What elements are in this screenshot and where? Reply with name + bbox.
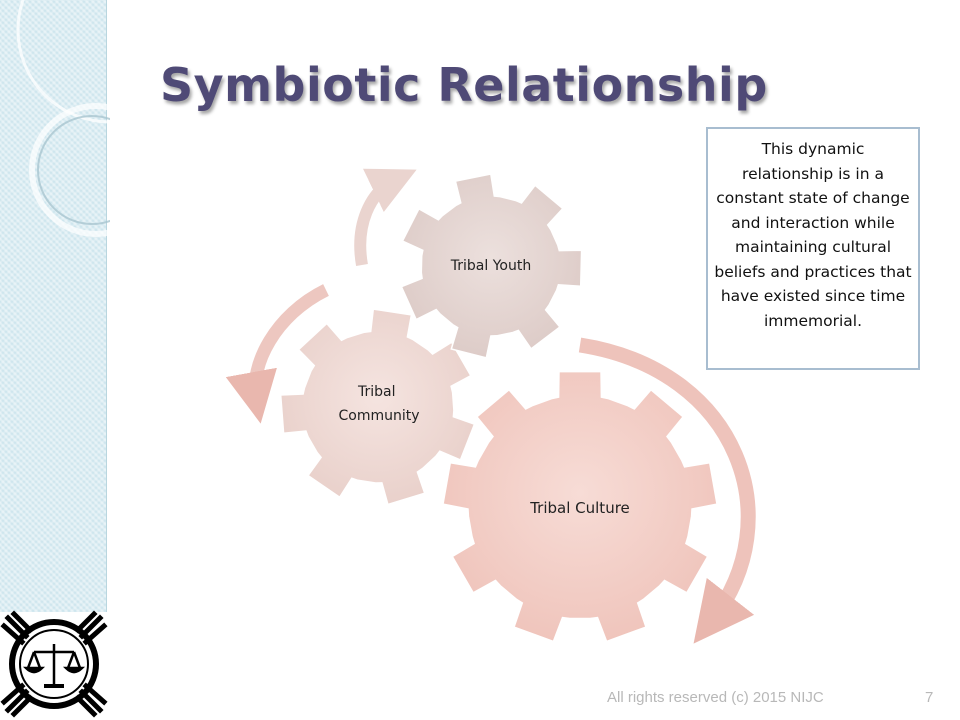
footer-copyright: All rights reserved (c) 2015 NIJC bbox=[607, 689, 824, 706]
cycle-arrow-culture bbox=[578, 337, 756, 644]
slide-title: Symbiotic Relationship bbox=[160, 58, 768, 112]
gear-tribal-community bbox=[279, 308, 476, 506]
gear-label-tribal-community: Tribal Community bbox=[338, 384, 419, 424]
gear-tribal-youth bbox=[400, 173, 583, 359]
callout-box: This dynamic relationship is in a consta… bbox=[706, 127, 920, 370]
cycle-arrow-community bbox=[225, 284, 329, 424]
gear-label-tribal-culture: Tribal Culture bbox=[529, 499, 630, 517]
cycle-arrow-youth bbox=[354, 168, 417, 267]
nijc-logo bbox=[0, 610, 108, 718]
decorative-circles bbox=[16, 0, 110, 237]
gear-tribal-culture bbox=[442, 370, 718, 643]
page-number: 7 bbox=[925, 689, 934, 706]
gear-label-tribal-youth: Tribal Youth bbox=[450, 258, 531, 274]
